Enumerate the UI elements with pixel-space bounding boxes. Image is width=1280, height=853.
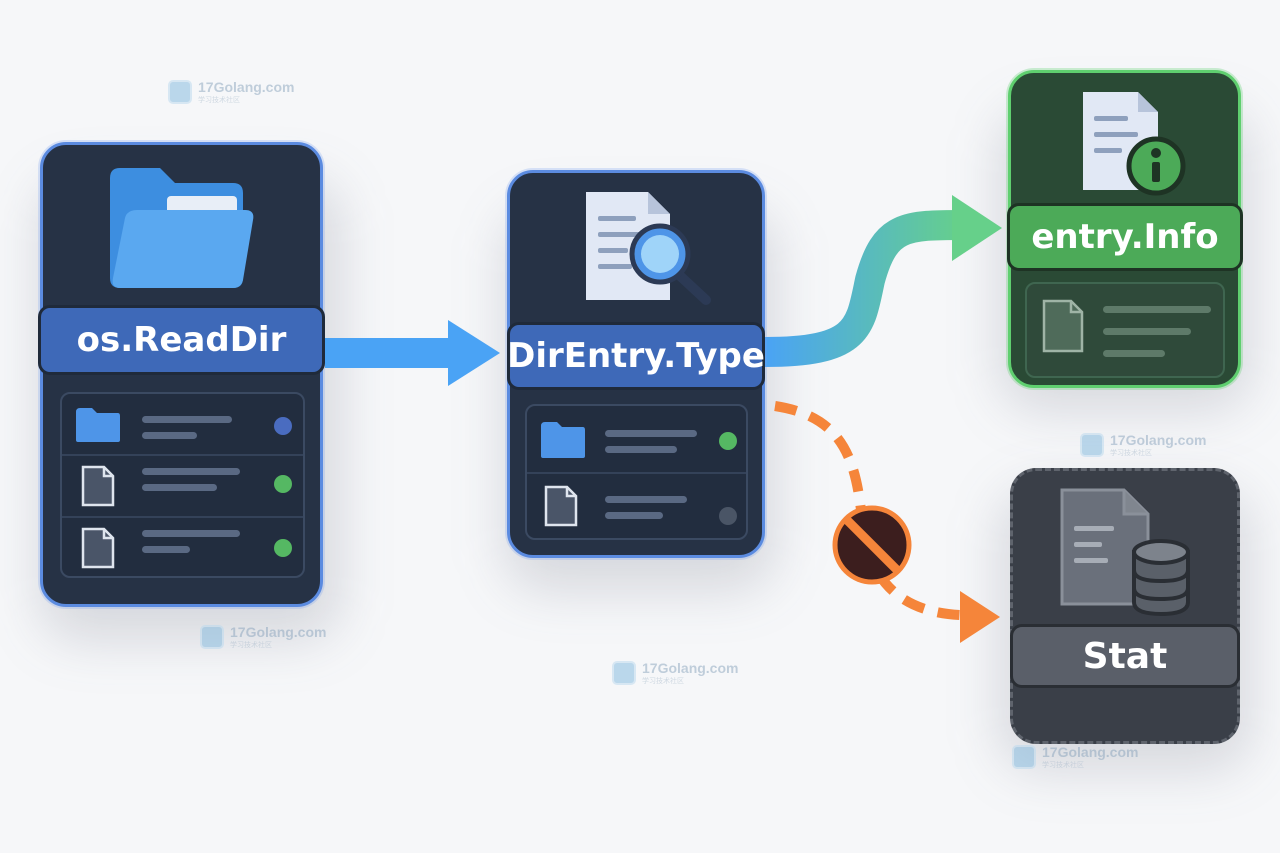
arrow-type-to-info: [764, 195, 1002, 367]
document-search-icon: [586, 192, 711, 305]
status-dot: [719, 507, 737, 525]
readdir-label: os.ReadDir: [38, 305, 325, 375]
folder-icon: [110, 168, 254, 288]
watermark-logo-icon: [1012, 745, 1036, 769]
direntry-type-label: DirEntry.Type: [507, 322, 765, 390]
folder-icon: [76, 408, 120, 442]
readdir-entry-list: [60, 392, 305, 578]
arrow-readdir-to-type: [325, 320, 500, 386]
watermark-logo-icon: [1080, 433, 1104, 457]
watermark-logo-icon: [612, 661, 636, 685]
stat-label: Stat: [1010, 624, 1240, 688]
list-item: [527, 474, 746, 540]
document-info-icon: [1083, 92, 1186, 196]
file-icon: [81, 465, 115, 507]
file-icon: [544, 485, 578, 527]
watermark-logo-icon: [200, 625, 224, 649]
blocked-icon: [832, 505, 912, 585]
document-database-icon: [1060, 488, 1190, 617]
entry-info-detail: [1025, 282, 1225, 378]
entry-info-label: entry.Info: [1007, 203, 1243, 271]
folder-icon: [541, 422, 585, 458]
direntry-entry-list: [525, 404, 748, 540]
status-dot: [274, 417, 292, 435]
status-dot: [274, 475, 292, 493]
list-item: [527, 406, 746, 474]
list-item: [62, 456, 303, 518]
list-item: [62, 394, 303, 456]
status-dot: [719, 432, 737, 450]
watermark-logo-icon: [168, 80, 192, 104]
status-dot: [274, 539, 292, 557]
list-item: [62, 518, 303, 578]
file-icon: [81, 527, 115, 569]
file-icon: [1042, 299, 1084, 353]
